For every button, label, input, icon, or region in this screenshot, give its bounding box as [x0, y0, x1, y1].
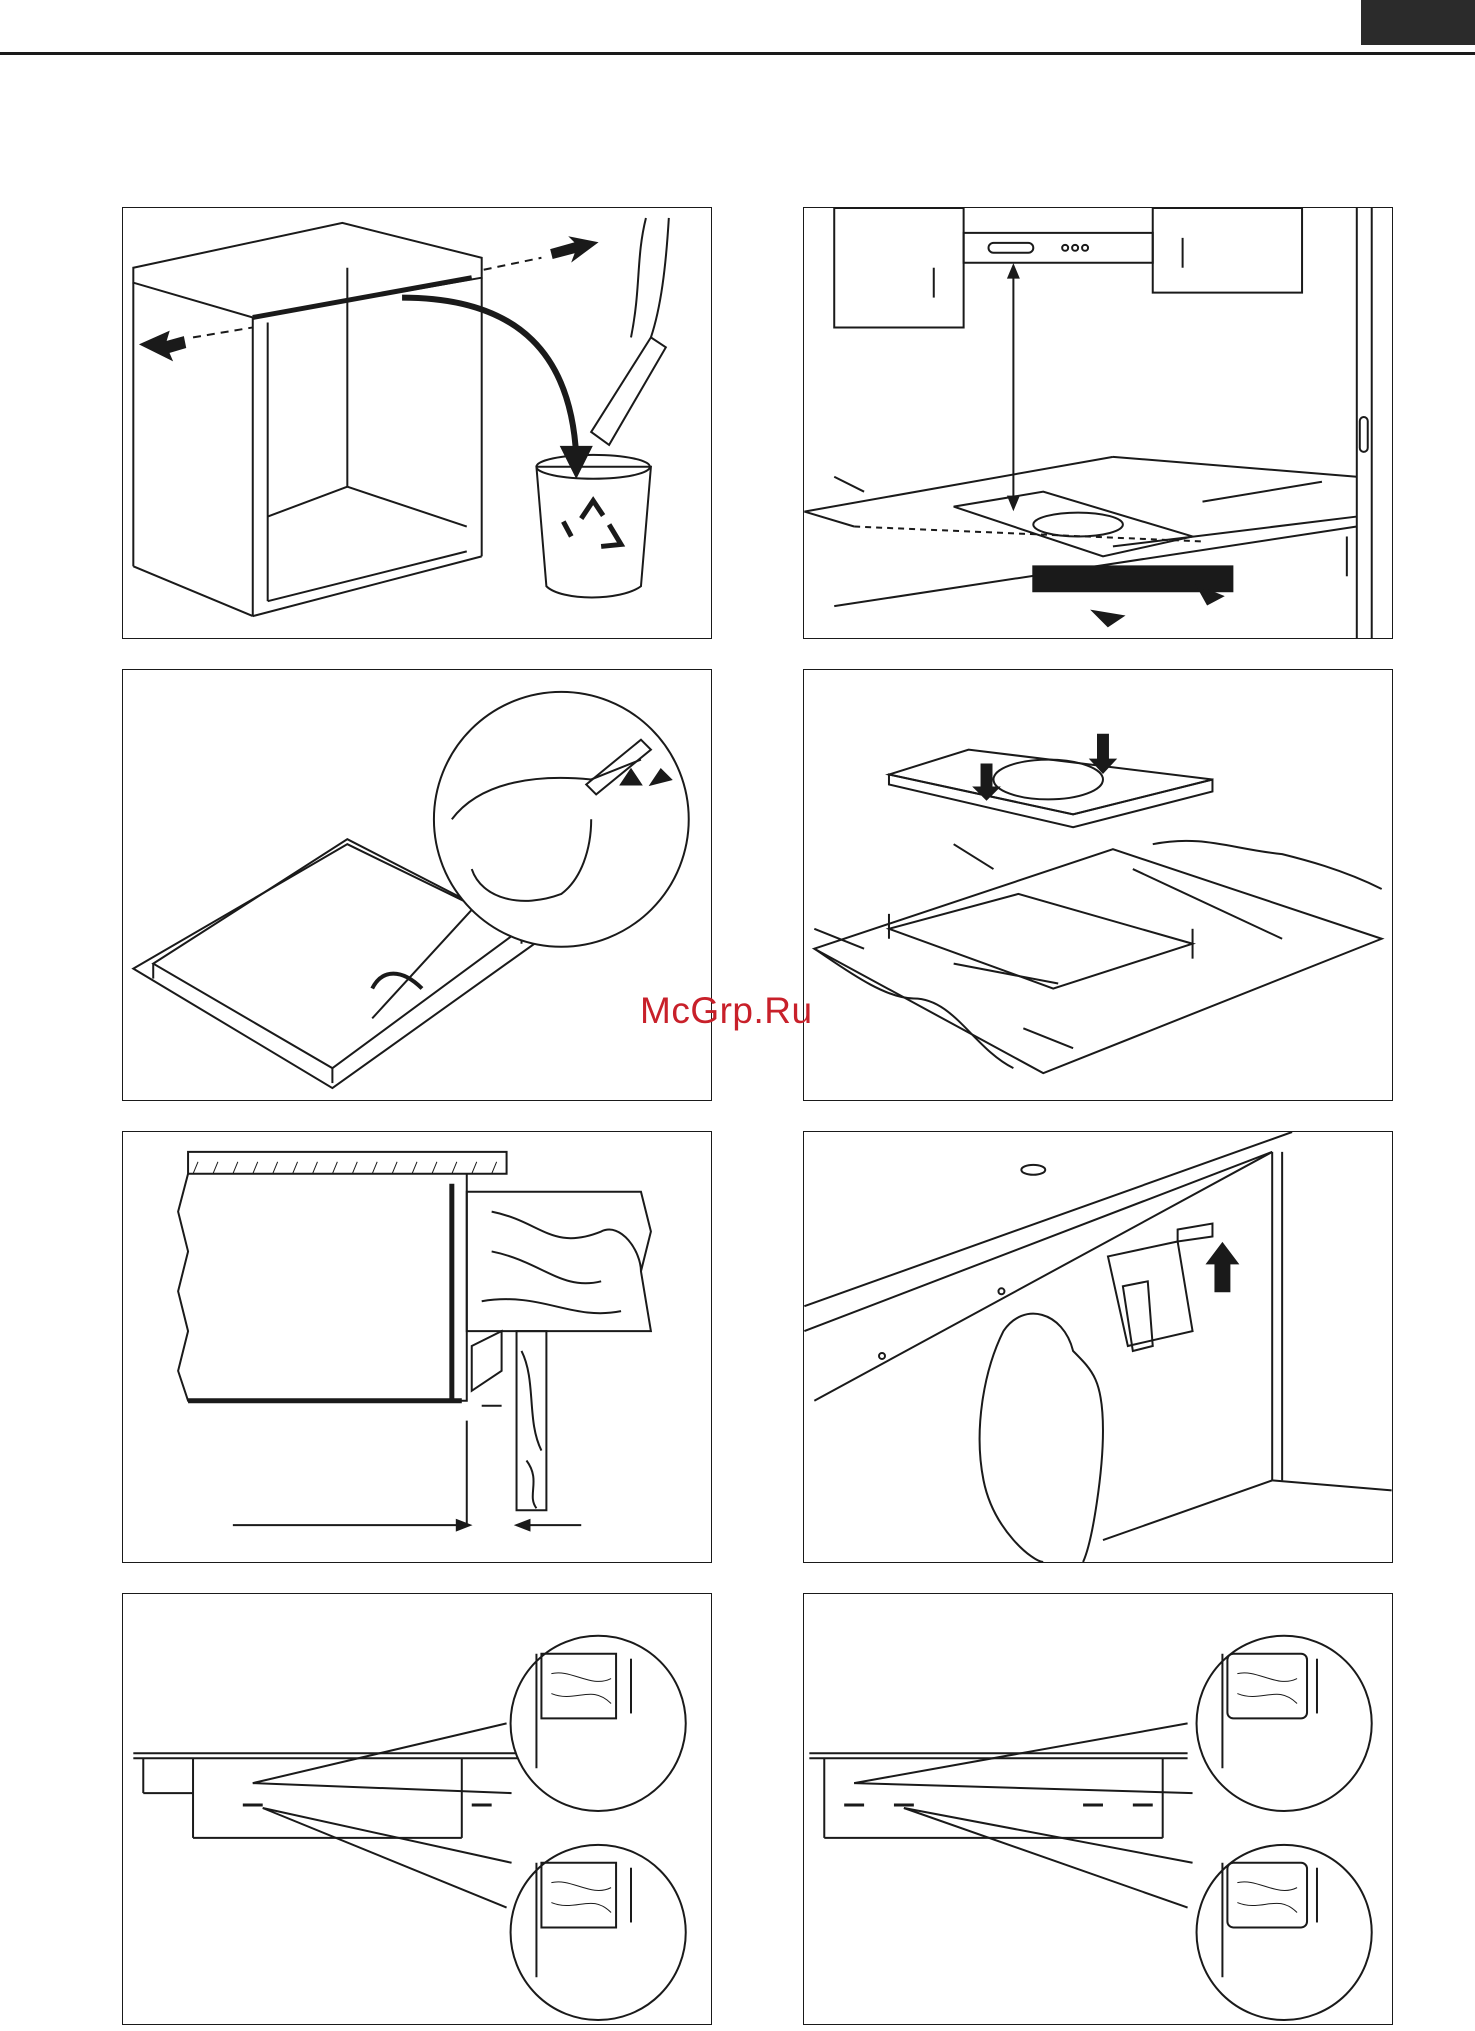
watermark: McGrp.Ru — [640, 990, 860, 1040]
panel-bracket-detail-a — [122, 1593, 712, 2025]
panel-sealing — [122, 669, 712, 1101]
header-tab — [1361, 0, 1475, 45]
panel-fixing-bracket — [803, 1131, 1393, 1563]
header-rule — [0, 52, 1475, 55]
panel-kitchen — [803, 207, 1393, 639]
panel-hob-cutout — [803, 669, 1393, 1101]
panel-bracket-detail-b — [803, 1593, 1393, 2025]
panel-cabinet — [122, 207, 712, 639]
panel-worktop-section — [122, 1131, 712, 1563]
